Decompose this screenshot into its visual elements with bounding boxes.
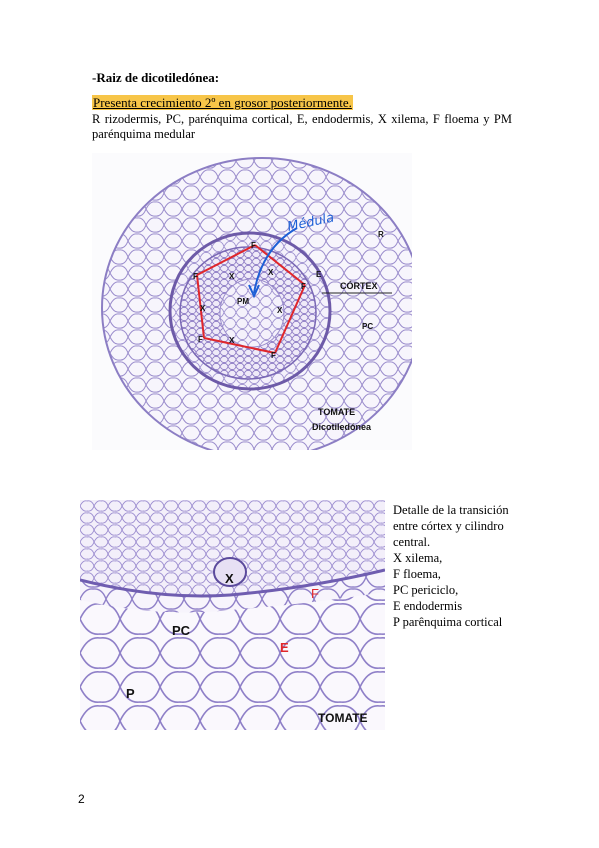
label-species: TOMATE [318, 407, 355, 417]
label-pm: PM [237, 297, 249, 306]
highlighted-statement: Presenta crecimiento 2º en grosor poster… [92, 95, 353, 111]
caption-line: E endodermis [393, 599, 463, 613]
label-parenchyma: P [126, 686, 135, 701]
caption-line: entre córtex y cilindro [393, 519, 504, 533]
label-r: R [378, 230, 384, 239]
label-phloem: F [311, 586, 319, 601]
highlighted-text: Presenta crecimiento 2º en grosor poster… [92, 95, 353, 110]
caption-line: F floema, [393, 567, 441, 581]
label-f-right: F [301, 282, 306, 291]
caption-line: X xilema, [393, 551, 443, 565]
label-f-bottom-left: F [198, 335, 203, 344]
page-number: 2 [78, 792, 85, 806]
label-f-bottom: F [271, 351, 276, 360]
caption-line: PC periciclo, [393, 583, 459, 597]
caption-line: central. [393, 535, 431, 549]
label-x-3: X [277, 306, 283, 315]
label-cortex: CÓRTEX [340, 280, 378, 291]
label-x-1: X [229, 272, 235, 281]
transition-detail-image: X F PC E P TOMATE [80, 500, 385, 730]
root-cross-section-svg: Médula F F F F F X X X X X PM E R CÓRTEX… [92, 153, 412, 450]
label-species-detail: TOMATE [318, 711, 368, 725]
label-pc: PC [362, 322, 373, 331]
transition-detail-svg: X F PC E P TOMATE [80, 500, 385, 730]
caption-line: P parênquima cortical [393, 615, 503, 629]
label-pericycle: PC [172, 623, 191, 638]
label-e: E [316, 270, 322, 279]
label-x-2: X [268, 268, 274, 277]
label-group: Dicotiledónea [312, 422, 372, 432]
section-heading: -Raiz de dicotiledónea: [92, 70, 220, 85]
root-cross-section-image: Médula F F F F F X X X X X PM E R CÓRTEX… [92, 153, 412, 450]
detail-caption: Detalle de la transición entre córtex y … [393, 502, 583, 630]
vascular-outline [196, 244, 306, 354]
caption-line: Detalle de la transición [393, 503, 509, 517]
label-xylem: X [225, 571, 234, 586]
label-endodermis: E [280, 640, 289, 655]
abbreviation-description: R rizodermis, PC, parénquima cortical, E… [92, 112, 512, 141]
label-f-left: F [193, 272, 198, 281]
label-x-4: X [229, 336, 235, 345]
label-x-5: X [200, 304, 206, 313]
label-f-top: F [251, 241, 256, 250]
